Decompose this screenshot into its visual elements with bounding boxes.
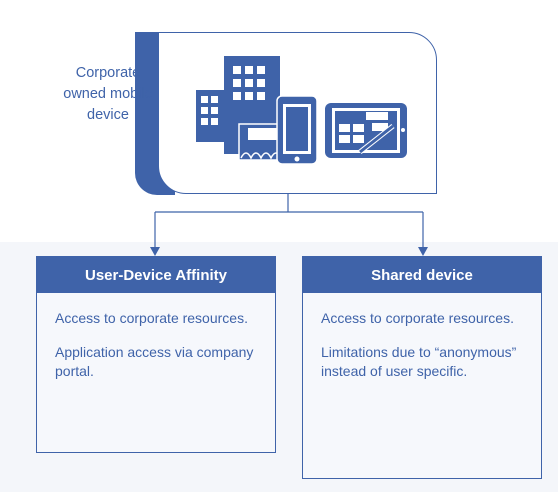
shared-device-item: Access to corporate resources. — [321, 310, 514, 326]
shared-device-item: Limitations due to “anonymous” instead o… — [321, 343, 517, 380]
user-device-affinity-item: Application access via company portal. — [55, 343, 254, 380]
tablet-with-stylus-icon — [325, 103, 407, 158]
shared-device-body: Access to corporate resources. Limitatio… — [303, 293, 541, 412]
user-device-affinity-title: User-Device Affinity — [37, 257, 275, 293]
building-icon — [196, 90, 225, 142]
shared-device-box: Shared device Access to corporate resour… — [302, 256, 542, 479]
user-device-affinity-body: Access to corporate resources. Applicati… — [37, 293, 275, 412]
device-label: Corporate owned mobile device — [63, 65, 153, 123]
user-device-affinity-item: Access to corporate resources. — [55, 310, 248, 326]
shared-device-title: Shared device — [303, 257, 541, 293]
user-device-affinity-box: User-Device Affinity Access to corporate… — [36, 256, 276, 453]
smartphone-icon — [276, 95, 318, 165]
